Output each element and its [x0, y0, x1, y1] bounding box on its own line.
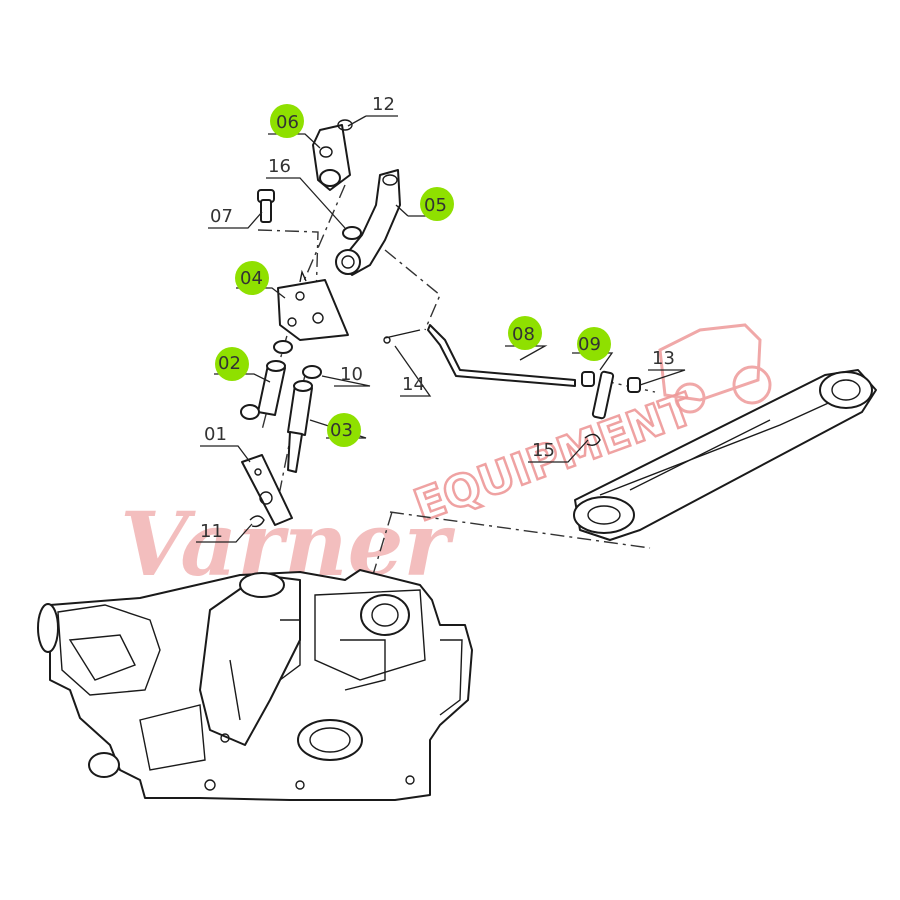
svg-text:16: 16: [268, 156, 291, 177]
spring-pin-14: [383, 329, 421, 344]
lift-arm: [573, 369, 877, 541]
svg-text:14: 14: [402, 374, 425, 395]
callout-highlight: [508, 316, 542, 350]
callout-highlight: [327, 413, 361, 447]
callout-13: 13: [652, 348, 675, 369]
callouts: 12 06 16 05 07 04 08 09 13: [200, 94, 675, 542]
callout-highlight: [577, 327, 611, 361]
callout-highlight: [215, 347, 249, 381]
svg-text:03: 03: [330, 420, 353, 441]
svg-text:15: 15: [532, 440, 555, 461]
circlip-12: [337, 119, 353, 131]
sleeve-02: [240, 340, 293, 420]
callout-16: 16: [268, 156, 291, 177]
pin-09: [581, 370, 641, 420]
svg-text:06: 06: [276, 112, 299, 133]
callout-07: 07: [210, 206, 233, 227]
bolt-07: [257, 189, 275, 223]
block-06: [312, 124, 351, 191]
callout-06: 06: [270, 104, 304, 138]
callout-02: 02: [215, 347, 249, 381]
svg-text:11: 11: [200, 521, 223, 542]
callout-01: 01: [204, 424, 227, 445]
callout-10: 10: [340, 364, 363, 385]
svg-text:13: 13: [652, 348, 675, 369]
svg-text:01: 01: [204, 424, 227, 445]
svg-text:10: 10: [340, 364, 363, 385]
rod-08: [427, 324, 576, 387]
callout-04: 04: [235, 261, 269, 295]
callout-highlight: [270, 104, 304, 138]
bracket-05: [335, 169, 401, 276]
callout-12: 12: [372, 94, 395, 115]
svg-text:04: 04: [240, 268, 263, 289]
svg-text:12: 12: [372, 94, 395, 115]
callout-14: 14: [402, 374, 425, 395]
svg-text:05: 05: [424, 195, 447, 216]
svg-text:08: 08: [512, 324, 535, 345]
link-01: [241, 454, 293, 526]
tractor-logo: [658, 323, 772, 414]
callout-15: 15: [532, 440, 555, 461]
washer-10: [302, 365, 322, 379]
clip-15: [584, 433, 601, 447]
callout-03: 03: [327, 413, 361, 447]
callout-11: 11: [200, 521, 223, 542]
pin-03: [287, 380, 313, 473]
washer-16: [342, 226, 362, 240]
callout-highlight: [420, 187, 454, 221]
hydraulic-lift-housing: [37, 569, 473, 801]
callout-08: 08: [508, 316, 542, 350]
plate-04: [277, 269, 349, 341]
clip-11: [249, 515, 265, 528]
svg-text:09: 09: [578, 334, 601, 355]
svg-text:02: 02: [218, 353, 241, 374]
callout-05: 05: [420, 187, 454, 221]
callout-09: 09: [577, 327, 611, 361]
svg-text:07: 07: [210, 206, 233, 227]
callout-highlight: [235, 261, 269, 295]
